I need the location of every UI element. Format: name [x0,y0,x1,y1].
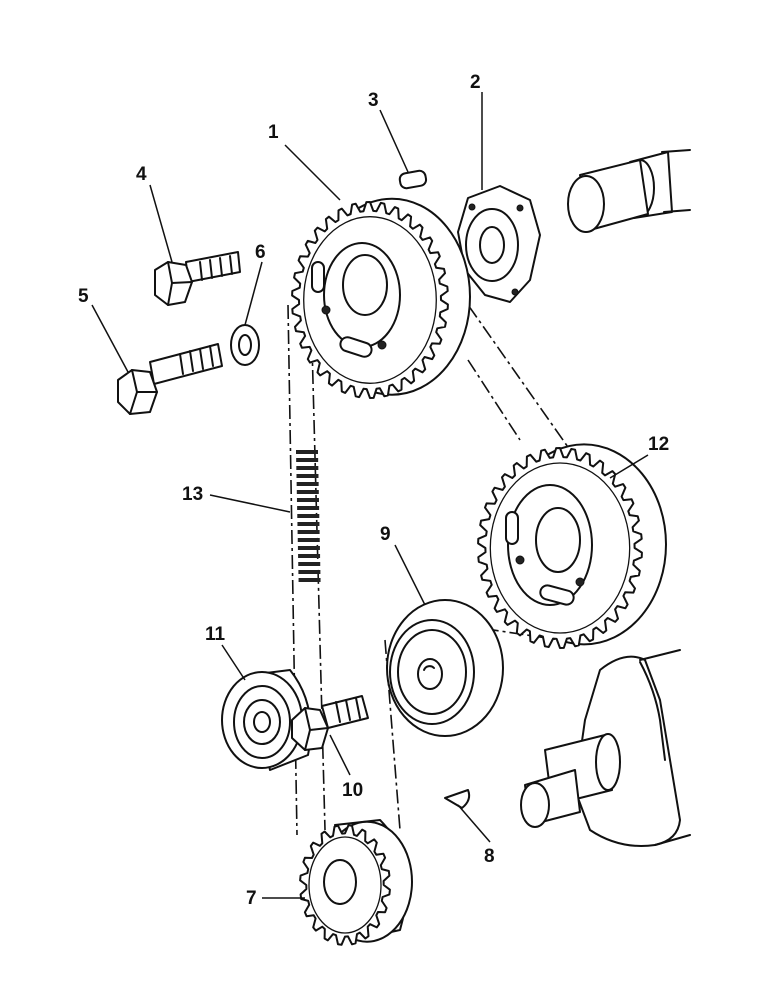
callout-11: 11 [205,624,226,645]
callout-8: 8 [484,846,495,867]
woodruff-key [444,789,471,809]
leader-lines [91,92,649,899]
callout-9: 9 [380,524,391,545]
callout-6: 6 [255,242,266,263]
callout-10: 10 [342,780,363,801]
idler-bolt [291,695,369,751]
callout-2: 2 [470,72,481,93]
dowel-pin [398,169,428,190]
callout-4: 4 [136,164,147,185]
callout-3: 3 [368,90,379,111]
callout-labels: 1 2 3 4 5 6 7 8 9 10 11 12 13 [78,72,669,909]
pump-sprocket [477,443,667,649]
crankshaft-sprocket [299,819,413,946]
camshaft-sprocket [291,197,471,399]
bolt-short [154,251,241,306]
crankshaft [520,649,691,847]
callout-7: 7 [246,888,257,909]
callout-1: 1 [268,122,279,143]
bolt-long [117,343,223,415]
callout-12: 12 [648,434,669,455]
callout-5: 5 [78,286,89,307]
callout-13: 13 [182,484,203,505]
tensioner-pulley [386,599,504,737]
washer [230,324,260,366]
camshaft-stub [567,149,691,233]
